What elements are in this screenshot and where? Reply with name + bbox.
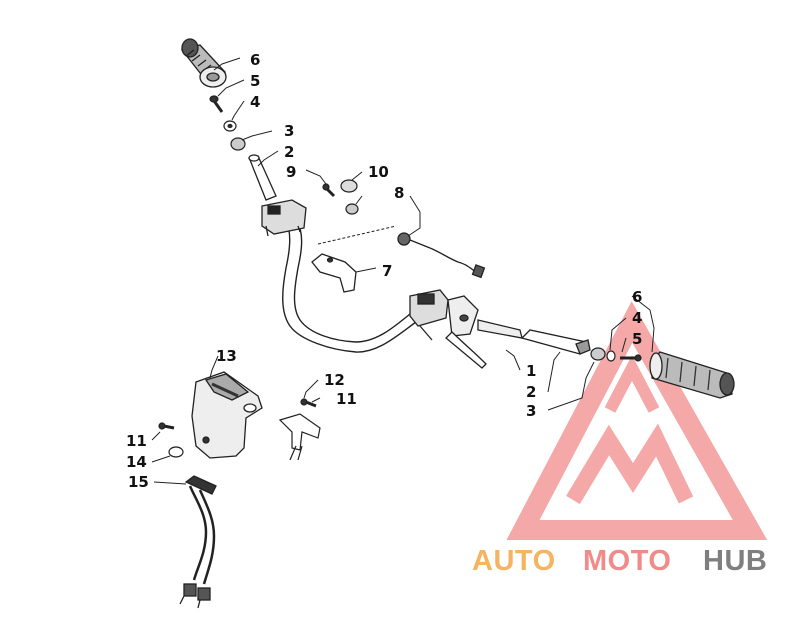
callout-8: 8 xyxy=(394,184,404,202)
wordmark-auto: AUTO xyxy=(472,545,556,577)
callout-15: 15 xyxy=(128,473,149,491)
bar-end-cap xyxy=(230,137,246,151)
callout-3-right: 3 xyxy=(526,402,536,420)
callout-11-left: 11 xyxy=(126,432,147,450)
triangle-m-logo xyxy=(506,301,768,540)
callout-9: 9 xyxy=(286,163,296,181)
switch-knob xyxy=(340,179,359,215)
left-bar-clamp xyxy=(261,199,307,237)
housing-screws xyxy=(158,398,317,430)
callout-2-right: 2 xyxy=(526,383,536,401)
handlebar-grip-icon xyxy=(180,38,227,88)
leader-lines xyxy=(151,57,655,485)
right-end-cap xyxy=(590,347,606,361)
callout-5-right: 5 xyxy=(632,330,642,348)
right-bolt xyxy=(620,354,642,362)
throttle-lever xyxy=(278,413,321,461)
throttle-gasket xyxy=(168,446,184,458)
handlebar xyxy=(282,221,417,353)
brake-lever-icon xyxy=(409,289,523,369)
callout-6-right: 6 xyxy=(632,288,642,306)
throttle-housing xyxy=(191,371,263,459)
throttle-tube xyxy=(248,154,277,201)
brand-wordmark: AUTO MOTO HUB xyxy=(472,545,767,577)
mounting-bracket xyxy=(311,253,357,293)
wordmark-moto: MOTO xyxy=(583,545,671,577)
callout-1-right: 1 xyxy=(526,362,536,380)
right-grip-icon xyxy=(649,351,735,399)
callout-10: 10 xyxy=(368,163,389,181)
callout-11-right: 11 xyxy=(336,390,357,408)
callout-2-top: 2 xyxy=(284,143,294,161)
callout-12: 12 xyxy=(324,371,345,389)
callout-5-top: 5 xyxy=(250,72,260,90)
callout-3-top: 3 xyxy=(284,122,294,140)
callout-labels: 6 5 4 3 2 9 10 8 7 1 2 3 6 4 5 13 12 11 … xyxy=(126,51,642,491)
callout-13: 13 xyxy=(216,347,237,365)
wordmark-hub: HUB xyxy=(703,545,767,577)
grip-bolt xyxy=(209,95,224,113)
switch-housing-icon xyxy=(179,475,217,609)
callout-4-top: 4 xyxy=(250,93,260,111)
right-throttle-sleeve xyxy=(520,329,591,355)
switch-harness xyxy=(397,232,486,279)
switch-screw xyxy=(322,183,336,198)
callout-4-right: 4 xyxy=(632,309,642,327)
callout-7: 7 xyxy=(382,262,392,280)
callout-14: 14 xyxy=(126,453,147,471)
right-washer xyxy=(606,350,616,362)
grip-washer xyxy=(223,120,237,132)
callout-6-top: 6 xyxy=(250,51,260,69)
